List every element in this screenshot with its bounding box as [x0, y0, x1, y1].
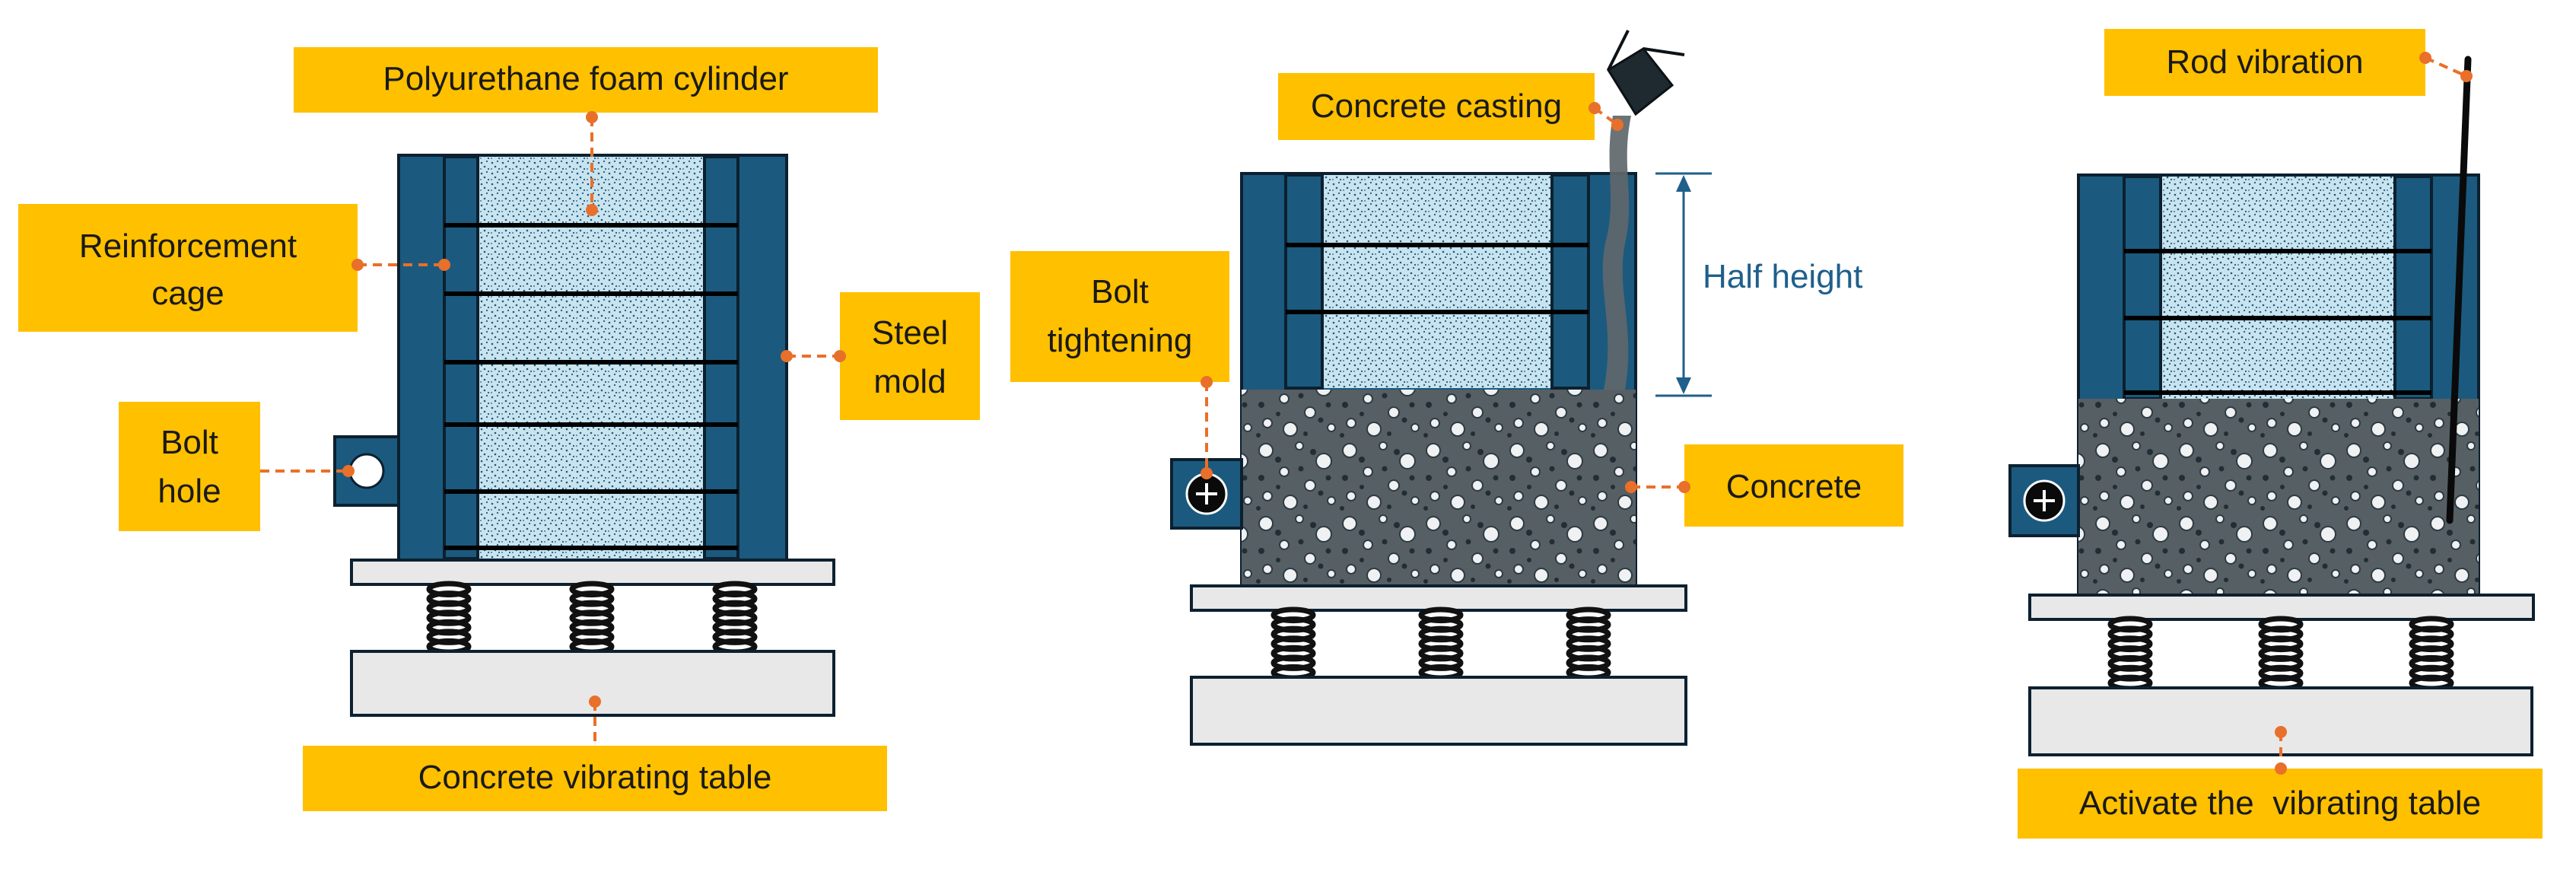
table-label: Concrete vibrating table: [418, 759, 772, 796]
foam-cylinder: [2161, 177, 2395, 399]
bolt-hole-label-line2: hole: [157, 473, 221, 510]
foam-label: Polyurethane foam cylinder: [383, 60, 788, 97]
concrete-label: Concrete: [1726, 468, 1862, 505]
label-box: [2018, 769, 2543, 839]
cage-column-right: [1550, 173, 1590, 390]
bolt-hole-label-line1: Bolt: [161, 424, 218, 461]
table-top-plate: [350, 559, 835, 586]
rod-label: Rod vibration: [2166, 43, 2363, 81]
spring: [569, 581, 615, 655]
spring: [1271, 606, 1316, 681]
vibrating-table-base: [2028, 686, 2533, 756]
half-height-dimension: [1655, 172, 1712, 397]
leader-dot: [589, 696, 601, 708]
leader-dot: [1678, 481, 1690, 493]
leader-dot: [438, 259, 450, 271]
spring: [2107, 616, 2153, 692]
label-box: [840, 292, 980, 420]
label-box: [294, 47, 878, 113]
leader-dot: [586, 111, 598, 123]
label-box: [1010, 251, 1229, 382]
spring: [2409, 616, 2454, 692]
leader-dot: [1625, 481, 1637, 493]
panel-1: Polyurethane foam cylinder Reinforcement…: [18, 47, 980, 811]
concrete-overlay: [2078, 399, 2479, 594]
half-height-label: Half height: [1703, 258, 1862, 295]
cage-column-left: [443, 155, 479, 560]
activate-label: Activate the vibrating table: [2079, 785, 2481, 822]
label-box: [1684, 444, 1903, 527]
label-box: [1278, 73, 1595, 140]
spring: [1418, 606, 1464, 681]
leader-dot: [781, 350, 793, 362]
panel-2: Half height Concrete casting Bolt tighte…: [1010, 30, 1903, 746]
label-box: [18, 204, 358, 332]
vibration-rod: [2446, 56, 2472, 524]
leader-dot: [2460, 70, 2473, 82]
pouring-bucket-icon: [1606, 30, 1685, 116]
label-box: [119, 402, 260, 531]
concrete-overlay: [1242, 390, 1636, 584]
mold-label-line2: mold: [873, 363, 946, 400]
concrete-pour-stream: [1602, 116, 1631, 390]
foam-cylinder: [1322, 175, 1552, 388]
leader-dot: [586, 204, 598, 216]
table-top-plate: [1190, 584, 1687, 612]
cage-column-left: [1284, 173, 1324, 390]
leader-dot: [1589, 102, 1601, 114]
leader-dot: [342, 465, 355, 477]
cage-column-right: [2393, 175, 2433, 400]
leader-dot: [2275, 726, 2287, 738]
cage-column-left: [2123, 175, 2162, 400]
cage-label-line1: Reinforcement: [79, 228, 297, 265]
leader-dot: [1201, 376, 1213, 388]
casting-label: Concrete casting: [1311, 88, 1562, 125]
table-top-plate: [2028, 594, 2535, 621]
panel-3: Rod vibration Activate the vibrating tab…: [2008, 29, 2543, 839]
concrete-fill: [1242, 390, 1636, 584]
bolt-label-line1: Bolt: [1091, 273, 1149, 310]
leader-dot: [2419, 52, 2431, 64]
concrete-fill: [2078, 399, 2479, 594]
cage-label-line2: cage: [151, 275, 224, 312]
vibrating-table-base: [1190, 676, 1687, 746]
spring: [1566, 606, 1611, 681]
leader-dot: [834, 350, 846, 362]
leader-rod: [2425, 56, 2467, 78]
bolt-hole: [348, 453, 385, 489]
bolt-label-line2: tightening: [1048, 322, 1193, 359]
bolt-tab: [2008, 464, 2080, 537]
label-box: [2104, 29, 2425, 96]
leader-dot: [1611, 119, 1624, 131]
cage-column-right: [703, 155, 739, 560]
leader-dot: [2275, 762, 2287, 775]
spring: [712, 581, 758, 655]
label-box: [303, 746, 887, 811]
mold-label-line1: Steel: [872, 314, 948, 352]
foam-cylinder: [478, 157, 704, 559]
leader-dot: [351, 259, 364, 271]
spring: [426, 581, 472, 655]
leader-dot: [1201, 467, 1213, 479]
spring: [2258, 616, 2304, 692]
